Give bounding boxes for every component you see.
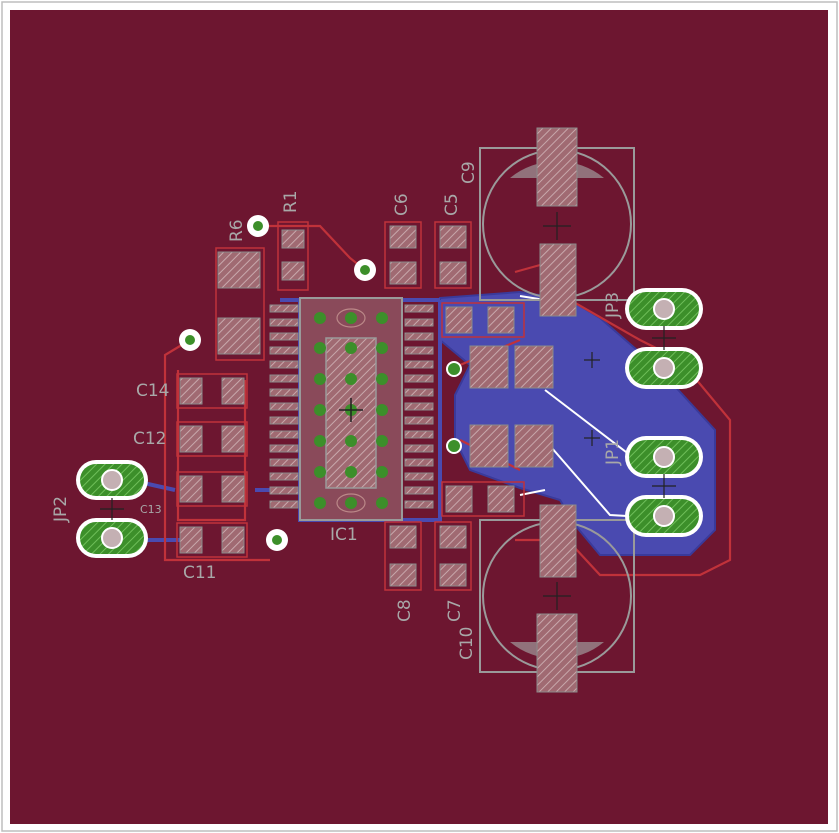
label-jp1: JP1 [603,439,623,466]
jumper-jp2 [76,460,148,558]
cap-c9 [479,127,635,317]
label-jp2: JP2 [51,496,71,523]
cap-c10 [479,504,635,693]
label-c11: C11 [183,563,217,583]
jumper-jp1 [625,436,703,537]
polygon-crosshairs [584,352,600,446]
top-trace [176,370,247,522]
label-c9: C9 [459,161,479,184]
label-c13: C13 [140,503,162,516]
label-c7: C7 [445,599,465,622]
label-jp3: JP3 [603,292,623,319]
top-trace [163,339,270,562]
label-c5: C5 [442,193,462,216]
label-c12: C12 [133,429,167,449]
label-c14: C14 [136,381,170,401]
top-trace [569,299,732,577]
jumper-jp3 [625,288,703,389]
label-c10: C10 [457,626,477,660]
label-r6: R6 [227,219,247,242]
label-c8: C8 [395,599,415,622]
ic1-footprint [269,297,434,521]
through-hole-vias [179,215,376,551]
vias-small [446,361,462,454]
label-ic1: IC1 [330,525,358,545]
label-c6: C6 [392,193,412,216]
label-r1: R1 [281,190,301,213]
passive-footprints [176,221,554,591]
